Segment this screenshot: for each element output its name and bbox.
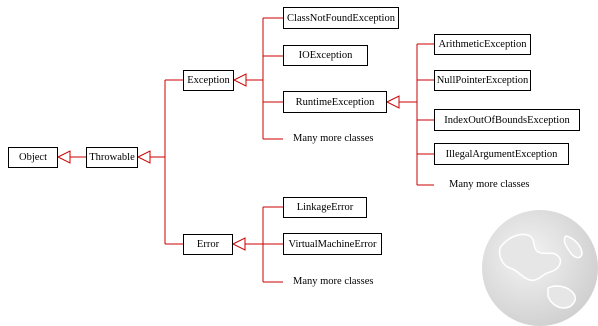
class-box-throwable: Throwable [86,147,138,168]
class-box-illegal-argument-exception: IllegalArgumentException [434,143,569,165]
arrow-to-runtime [385,95,400,109]
note-runtime-more-classes: Many more classes [449,179,530,190]
note-error-more-classes: Many more classes [293,276,374,287]
class-box-null-pointer-exception: NullPointerException [434,70,531,91]
arrow-to-object [56,150,71,164]
class-box-virtual-machine-error: VirtualMachineError [283,233,382,255]
note-exception-more-classes: Many more classes [293,133,374,144]
class-box-arithmetic-exception: ArithmeticException [434,34,531,55]
globe-decoration [482,210,598,326]
class-box-runtime-exception: RuntimeException [283,91,387,113]
arrow-to-error [231,237,246,251]
class-box-error: Error [183,234,233,255]
class-box-class-not-found-exception: ClassNotFoundException [283,7,399,29]
class-box-object: Object [8,147,58,168]
arrow-to-throwable [136,150,151,164]
class-box-io-exception: IOException [283,45,368,66]
arrow-to-exception [232,73,247,87]
class-box-linkage-error: LinkageError [283,197,367,218]
class-box-exception: Exception [183,70,234,91]
class-box-index-out-of-bounds-exception: IndexOutOfBoundsException [434,109,580,131]
